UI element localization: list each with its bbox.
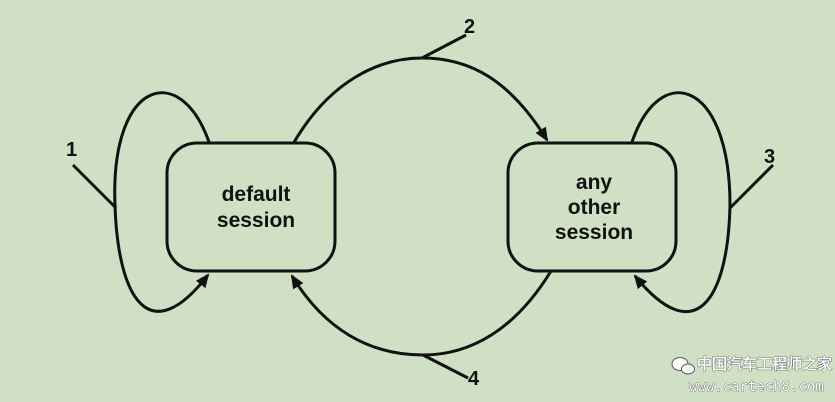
transition-2-arrow bbox=[291, 56, 549, 145]
transition-4-arrow bbox=[290, 270, 553, 357]
state-default-box bbox=[165, 141, 337, 273]
transition-2: 2 bbox=[291, 16, 549, 145]
transition-4-label: 4 bbox=[468, 368, 480, 390]
transition-2-label: 2 bbox=[464, 16, 475, 38]
transition-2-leader bbox=[421, 33, 467, 60]
state-other-label-line3: session bbox=[555, 221, 633, 244]
transition-1: 1 bbox=[66, 91, 211, 313]
state-default-label-line1: default bbox=[222, 183, 291, 206]
transition-3-leader bbox=[728, 163, 775, 210]
transition-3-arrow bbox=[630, 91, 732, 313]
state-other-label-line2: other bbox=[568, 196, 621, 219]
transition-1-label: 1 bbox=[66, 139, 77, 161]
state-default-session: default session bbox=[165, 141, 337, 273]
transition-3-label: 3 bbox=[764, 146, 775, 168]
transition-1-leader bbox=[71, 163, 118, 210]
transition-4-leader bbox=[422, 353, 469, 380]
state-other-label-line1: any bbox=[576, 171, 613, 194]
watermark: 中国汽车工程师之家 www.cartech8.com bbox=[671, 355, 832, 395]
transition-1-arrow bbox=[113, 91, 211, 313]
state-other-box bbox=[506, 141, 678, 273]
transition-4: 4 bbox=[290, 270, 553, 390]
watermark-site-name: 中国汽车工程师之家 bbox=[697, 355, 832, 373]
state-default-label-line2: session bbox=[217, 209, 295, 232]
watermark-url: www.cartech8.com bbox=[689, 379, 824, 395]
transition-3: 3 bbox=[630, 91, 775, 313]
wechat-icon bbox=[671, 357, 695, 375]
state-any-other-session: any other session bbox=[506, 141, 678, 273]
